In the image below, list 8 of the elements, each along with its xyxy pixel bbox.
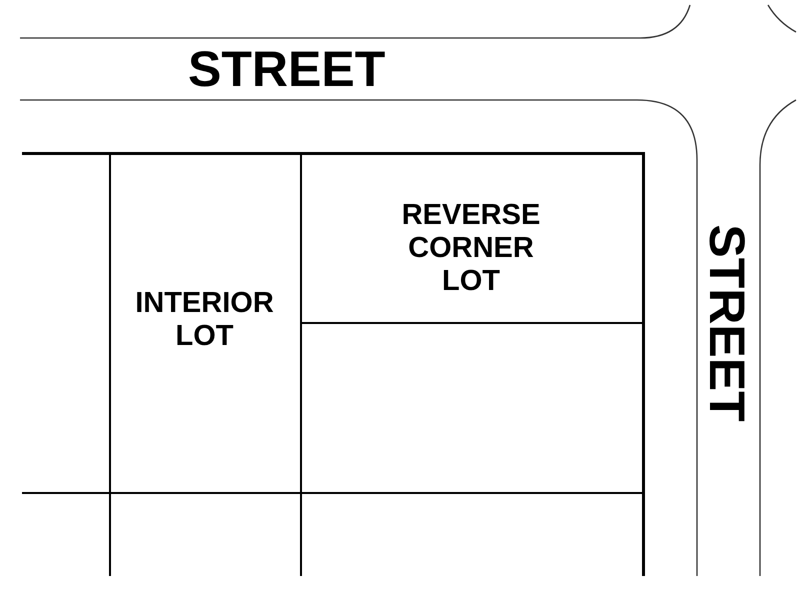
empty-lot-parcel (22, 152, 111, 494)
lot-parcel (109, 152, 302, 494)
street-name: STREET (700, 224, 754, 422)
street-name: STREET (188, 40, 386, 98)
lot-parcel (300, 152, 645, 324)
lot-label: INTERIOR LOT (134, 287, 275, 353)
lot-label: REVERSE CORNER LOT (400, 199, 542, 298)
empty-lot-parcel (300, 322, 645, 494)
